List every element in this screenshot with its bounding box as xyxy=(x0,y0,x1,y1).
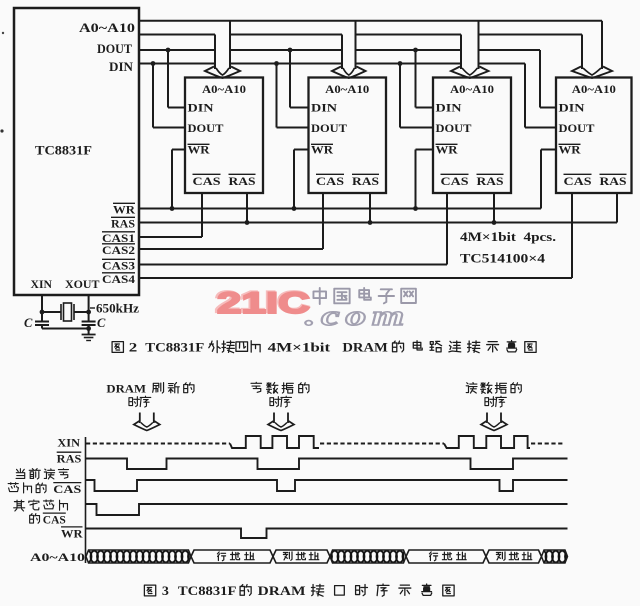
svg-text:4M×1bit 4pcs.: 4M×1bit 4pcs. xyxy=(460,230,556,244)
svg-text:DRAM: DRAM xyxy=(258,583,306,598)
svg-text:DIN: DIN xyxy=(188,103,215,115)
svg-text:XIN: XIN xyxy=(31,277,53,291)
svg-text:DRAM: DRAM xyxy=(342,340,387,355)
svg-text:CAS: CAS xyxy=(564,176,592,188)
svg-text:650kHz: 650kHz xyxy=(96,301,139,315)
svg-text:RAS: RAS xyxy=(477,176,504,188)
svg-text:WR: WR xyxy=(188,145,211,157)
svg-text:TC514100×4: TC514100×4 xyxy=(460,251,546,265)
svg-text:DIN: DIN xyxy=(559,103,586,115)
svg-text:CAS: CAS xyxy=(316,176,344,188)
svg-text:.com: .com xyxy=(305,300,410,332)
svg-text:DOUT: DOUT xyxy=(188,123,224,135)
svg-text:21IC: 21IC xyxy=(217,287,310,320)
svg-text:DIN: DIN xyxy=(436,103,463,115)
svg-text:RAS: RAS xyxy=(600,176,627,188)
svg-text:TC8831F: TC8831F xyxy=(178,583,237,598)
svg-text:DOUT: DOUT xyxy=(311,123,347,135)
svg-text:RAS: RAS xyxy=(352,176,379,188)
svg-text:CAS: CAS xyxy=(53,482,81,496)
svg-text:WR: WR xyxy=(311,145,334,157)
svg-text:RAS: RAS xyxy=(57,452,82,466)
svg-text:WR: WR xyxy=(436,145,459,157)
svg-text:C: C xyxy=(24,316,33,330)
svg-text:C: C xyxy=(97,316,106,330)
svg-text:CAS3: CAS3 xyxy=(102,261,135,273)
svg-text:CAS: CAS xyxy=(193,176,221,188)
svg-text:3: 3 xyxy=(162,583,170,598)
svg-text:A0~A10: A0~A10 xyxy=(79,21,135,35)
svg-text:RAS: RAS xyxy=(229,176,256,188)
svg-text:DOUT: DOUT xyxy=(559,123,595,135)
svg-text:WR: WR xyxy=(61,526,83,540)
svg-text:WR: WR xyxy=(559,145,582,157)
svg-text:DOUT: DOUT xyxy=(436,123,472,135)
svg-text:CAS1: CAS1 xyxy=(102,233,135,245)
svg-text:A0~A10: A0~A10 xyxy=(450,84,494,96)
svg-text:CAS: CAS xyxy=(43,513,66,527)
svg-text:CAS2: CAS2 xyxy=(102,245,135,257)
svg-text:A0~A10: A0~A10 xyxy=(30,550,85,564)
svg-text:WR: WR xyxy=(113,205,136,217)
svg-text:TC8831F: TC8831F xyxy=(35,143,92,158)
svg-text:21IC: 21IC xyxy=(215,286,309,319)
svg-text:XOUT: XOUT xyxy=(65,277,100,291)
svg-text:TC8831F: TC8831F xyxy=(145,340,204,355)
svg-text:A0~A10: A0~A10 xyxy=(325,84,369,96)
svg-text:DIN: DIN xyxy=(311,103,338,115)
svg-text:DIN: DIN xyxy=(109,60,133,74)
svg-text:4M×1bit: 4M×1bit xyxy=(268,340,331,355)
svg-text:CAS: CAS xyxy=(441,176,469,188)
svg-text:XIN: XIN xyxy=(57,435,80,449)
svg-text:A0~A10: A0~A10 xyxy=(572,84,616,96)
svg-text:2: 2 xyxy=(129,340,138,355)
svg-text:CAS4: CAS4 xyxy=(102,274,135,286)
svg-text:DRAM: DRAM xyxy=(106,382,146,396)
svg-text:A0~A10: A0~A10 xyxy=(202,84,246,96)
svg-text:RAS: RAS xyxy=(111,219,135,231)
svg-text:DOUT: DOUT xyxy=(97,42,133,56)
